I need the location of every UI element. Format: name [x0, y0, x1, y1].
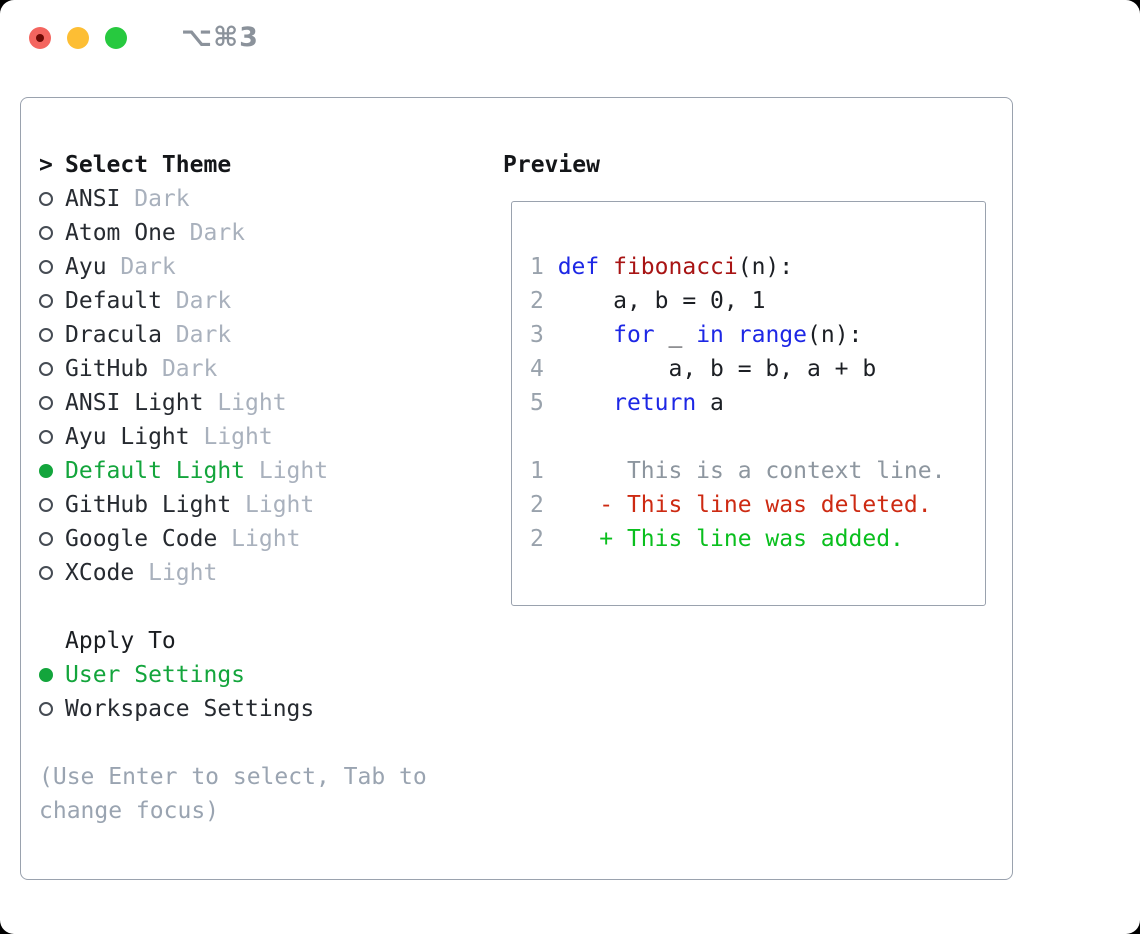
title-bar: ⌥⌘3	[29, 22, 259, 53]
cursor-icon: >	[39, 152, 53, 178]
option-label: Default	[65, 288, 162, 314]
theme-option[interactable]: ANSI Dark	[39, 182, 439, 216]
option-label: Dracula	[65, 322, 162, 348]
theme-option[interactable]: Ayu Dark	[39, 250, 439, 284]
option-label: Ayu Light	[65, 424, 190, 450]
theme-option[interactable]: GitHub Dark	[39, 352, 439, 386]
radio-icon	[39, 192, 65, 206]
code-line: 4 a, b = b, a + b	[530, 356, 877, 382]
variant-tag: Light	[245, 458, 329, 484]
zoom-button[interactable]	[105, 27, 127, 49]
radio-icon	[39, 294, 65, 308]
radio-icon	[39, 328, 65, 342]
close-button[interactable]	[29, 27, 51, 49]
theme-option[interactable]: Atom One Dark	[39, 216, 439, 250]
code-line: 1 This is a context line.	[530, 458, 946, 484]
code-line: 3 for _ in range(n):	[530, 322, 863, 348]
code-line: 5 return a	[530, 390, 724, 416]
variant-tag: Light	[203, 390, 287, 416]
code-line: 2 + This line was added.	[530, 526, 904, 552]
code-line: 2 a, b = 0, 1	[530, 288, 766, 314]
theme-option[interactable]: Default Light Light	[39, 454, 439, 488]
variant-tag: Light	[134, 560, 218, 586]
theme-option[interactable]: Default Dark	[39, 284, 439, 318]
variant-tag: Dark	[120, 186, 190, 212]
theme-option[interactable]: GitHub Light Light	[39, 488, 439, 522]
theme-list-header-row: > Select Theme	[39, 148, 439, 182]
keyboard-hint: (Use Enter to select, Tab to change focu…	[39, 764, 427, 824]
radio-icon	[39, 498, 65, 512]
option-label: GitHub Light	[65, 492, 232, 518]
radio-icon	[39, 430, 65, 444]
radio-icon	[39, 702, 65, 716]
variant-tag: Dark	[161, 288, 232, 314]
option-label: ANSI Light	[65, 390, 204, 416]
option-label: ANSI	[65, 186, 121, 212]
theme-option[interactable]: ANSI Light Light	[39, 386, 439, 420]
option-label: User Settings	[65, 662, 246, 688]
radio-icon	[39, 668, 65, 682]
option-label: Workspace Settings	[65, 696, 315, 722]
spacer	[39, 590, 439, 624]
code-line: 1 def fibonacci(n):	[530, 254, 794, 280]
theme-option[interactable]: XCode Light	[39, 556, 439, 590]
option-label: Atom One	[65, 220, 176, 246]
option-label: Google Code	[65, 526, 218, 552]
theme-list-header: Select Theme	[65, 152, 232, 178]
code-preview: 1 def fibonacci(n): 2 a, b = 0, 1 3 for _ …	[530, 250, 945, 556]
radio-icon	[39, 260, 65, 274]
preview-box: 1 def fibonacci(n): 2 a, b = 0, 1 3 for _ …	[511, 201, 986, 606]
variant-tag: Light	[189, 424, 273, 450]
apply-to-header: Apply To	[65, 628, 176, 654]
close-dot-icon	[36, 34, 44, 42]
apply-to-header-row: Apply To	[39, 624, 439, 658]
apply-option[interactable]: Workspace Settings	[39, 692, 439, 726]
variant-tag: Dark	[148, 356, 218, 382]
code-line	[530, 420, 945, 454]
radio-icon	[39, 464, 65, 478]
variant-tag: Light	[231, 492, 315, 518]
option-label: Default Light	[65, 458, 246, 484]
variant-tag: Dark	[161, 322, 232, 348]
variant-tag: Light	[217, 526, 301, 552]
variant-tag: Dark	[175, 220, 246, 246]
spacer	[39, 726, 439, 760]
preview-header: Preview	[503, 152, 600, 178]
option-label: Ayu	[65, 254, 107, 280]
option-label: GitHub	[65, 356, 149, 382]
radio-icon	[39, 362, 65, 376]
option-label: XCode	[65, 560, 135, 586]
theme-option[interactable]: Google Code Light	[39, 522, 439, 556]
theme-option[interactable]: Ayu Light Light	[39, 420, 439, 454]
window-title: ⌥⌘3	[181, 22, 259, 53]
variant-tag: Dark	[106, 254, 176, 280]
minimize-button[interactable]	[67, 27, 89, 49]
radio-icon	[39, 566, 65, 580]
apply-option[interactable]: User Settings	[39, 658, 439, 692]
radio-icon	[39, 226, 65, 240]
radio-icon	[39, 532, 65, 546]
theme-option[interactable]: Dracula Dark	[39, 318, 439, 352]
code-line: 2 - This line was deleted.	[530, 492, 932, 518]
radio-icon	[39, 396, 65, 410]
